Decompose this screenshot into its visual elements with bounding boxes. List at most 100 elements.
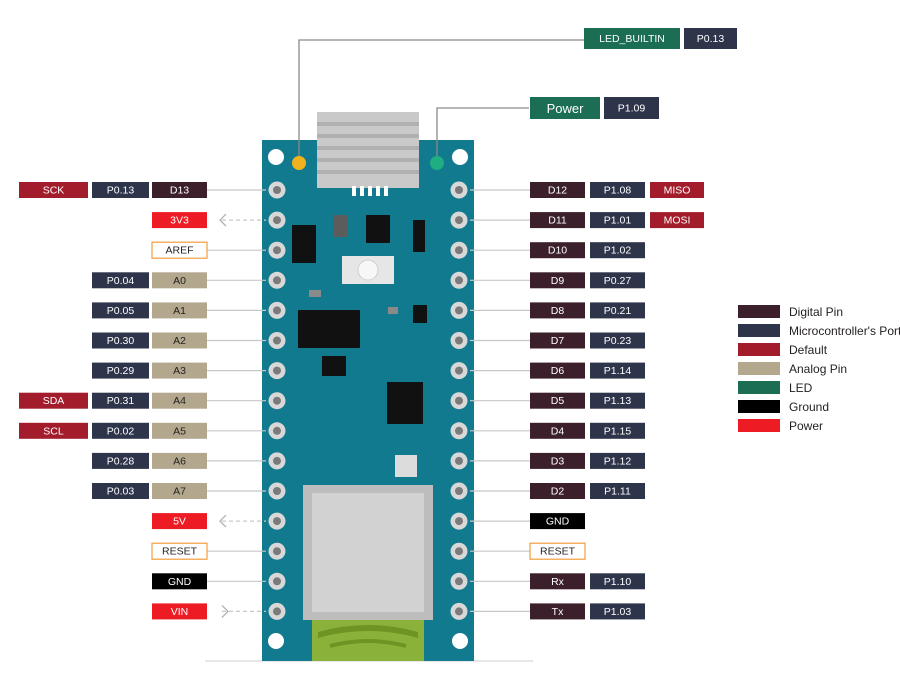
- right-port-P1-12: P1.12: [590, 452, 645, 469]
- right-pin-reset-bg: [529, 542, 586, 560]
- left-pin-d13-bg: [152, 182, 207, 198]
- left-pin-vin-text: VIN: [171, 606, 189, 618]
- right-port-P1-02: P1.02: [590, 242, 645, 259]
- left-port-P0-31: P0.31: [92, 392, 149, 409]
- legend-swatch: [738, 343, 780, 356]
- legend-label: Analog Pin: [789, 362, 847, 376]
- left-pin-5v-text: 5V: [173, 516, 186, 528]
- right-pin-gnd: GND: [530, 513, 585, 530]
- right-pin-d12-bg: [530, 182, 585, 198]
- legend-item: LED: [738, 381, 813, 395]
- component: [388, 307, 398, 314]
- pin-headers: [268, 181, 468, 620]
- left-port-P0-04: P0.04: [92, 272, 149, 289]
- left-pin-a1: A1: [152, 302, 207, 319]
- power-led-port-bg: [604, 97, 659, 119]
- left-port-P0-02-text: P0.02: [107, 425, 135, 437]
- left-port-P0-13: P0.13: [92, 182, 149, 198]
- left-fn-scl-text: SCL: [43, 425, 64, 437]
- pin-hole-center: [273, 186, 281, 194]
- pin-hole-center: [455, 487, 463, 495]
- left-fn-scl: SCL: [19, 422, 88, 439]
- right-port-P1-15: P1.15: [590, 422, 645, 439]
- left-pin-a5-text: A5: [173, 425, 186, 437]
- right-port-P1-10-bg: [590, 573, 645, 590]
- board: [262, 112, 474, 661]
- left-pin-3v3-bg: [152, 212, 207, 229]
- left-pin-vin: VIN: [152, 603, 207, 620]
- right-port-P1-11-text: P1.11: [604, 486, 631, 498]
- left-port-P0-13-text: P0.13: [107, 185, 135, 197]
- pin-hole-center: [273, 366, 281, 375]
- right-pin-d8-text: D8: [551, 305, 565, 317]
- legend-item: Microcontroller's Port: [738, 324, 900, 338]
- right-port-P1-03-text: P1.03: [604, 606, 632, 618]
- left-pin-vin-bg: [152, 603, 207, 620]
- power-led: [430, 156, 444, 170]
- right-pin-d6-text: D6: [551, 365, 565, 377]
- right-pin-d10-text: D10: [548, 245, 567, 257]
- pin-hole-center: [273, 276, 281, 285]
- right-pin-rx: Rx: [530, 573, 585, 590]
- left-pin-reset-text: RESET: [162, 546, 198, 558]
- left-fn-scl-bg: [19, 422, 88, 439]
- component: [395, 455, 417, 477]
- power-led-label-bg: [530, 97, 600, 119]
- left-port-P0-13-bg: [92, 182, 149, 198]
- left-pin-aref-text: AREF: [165, 245, 193, 257]
- left-pin-reset-bg: [151, 542, 208, 560]
- pin-hole-center: [455, 276, 463, 285]
- left-port-P0-31-bg: [92, 392, 149, 409]
- right-pin-d11-bg: [530, 212, 585, 229]
- left-port-P0-28-text: P0.28: [107, 455, 135, 467]
- right-port-P1-02-text: P1.02: [604, 245, 632, 257]
- pin-hole-center: [455, 186, 463, 194]
- left-pin-gnd-bg: [152, 573, 207, 590]
- arrow-icon: [219, 514, 227, 528]
- right-fn-miso-bg: [650, 182, 704, 198]
- right-pin-d8: D8: [530, 302, 585, 319]
- right-pin-d7-text: D7: [551, 335, 565, 347]
- reset-button-cap: [357, 259, 379, 281]
- left-pin-d13-text: D13: [170, 185, 189, 197]
- left-fn-sda-text: SDA: [43, 395, 65, 407]
- right-port-P0-27: P0.27: [590, 272, 645, 289]
- pin-hole-center: [455, 456, 463, 465]
- left-fn-sck: SCK: [19, 182, 88, 198]
- left-pin-d13: D13: [152, 182, 207, 198]
- usb-connector: [317, 112, 419, 196]
- power-led-label-text: Power: [547, 101, 585, 116]
- right-pin-d8-bg: [530, 302, 585, 319]
- left-pin-a0: A0: [152, 272, 207, 289]
- right-port-P1-14: P1.14: [590, 362, 645, 379]
- wireless-module: [303, 485, 433, 661]
- left-pin-5v-bg: [152, 513, 207, 530]
- legend-swatch: [738, 362, 780, 375]
- right-pin-d3-text: D3: [551, 455, 565, 467]
- pin-hole-center: [455, 216, 463, 225]
- pin-hole-center: [455, 426, 463, 435]
- right-port-P1-01-text: P1.01: [604, 215, 632, 227]
- left-port-P0-29-bg: [92, 362, 149, 379]
- left-pin-a1-text: A1: [173, 305, 186, 317]
- right-port-P0-21: P0.21: [590, 302, 645, 319]
- left-port-P0-04-bg: [92, 272, 149, 289]
- pin-hole-center: [273, 246, 281, 255]
- right-pin-d5-text: D5: [551, 395, 565, 407]
- left-pin-3v3: 3V3: [152, 212, 207, 229]
- left-port-P0-30-bg: [92, 332, 149, 349]
- right-port-P1-01-bg: [590, 212, 645, 229]
- right-port-P1-11-bg: [590, 483, 645, 499]
- pin-hole-center: [273, 456, 281, 465]
- led-builtin-leader: [298, 39, 584, 156]
- legend-item: Default: [738, 343, 828, 357]
- left-port-P0-29: P0.29: [92, 362, 149, 379]
- legend-item: Ground: [738, 400, 829, 414]
- right-pin-tx-text: Tx: [552, 606, 564, 618]
- left-pin-a3: A3: [152, 362, 207, 379]
- right-pin-d7: D7: [530, 332, 585, 349]
- right-pin-d6: D6: [530, 362, 585, 379]
- pin-hole-center: [455, 306, 463, 315]
